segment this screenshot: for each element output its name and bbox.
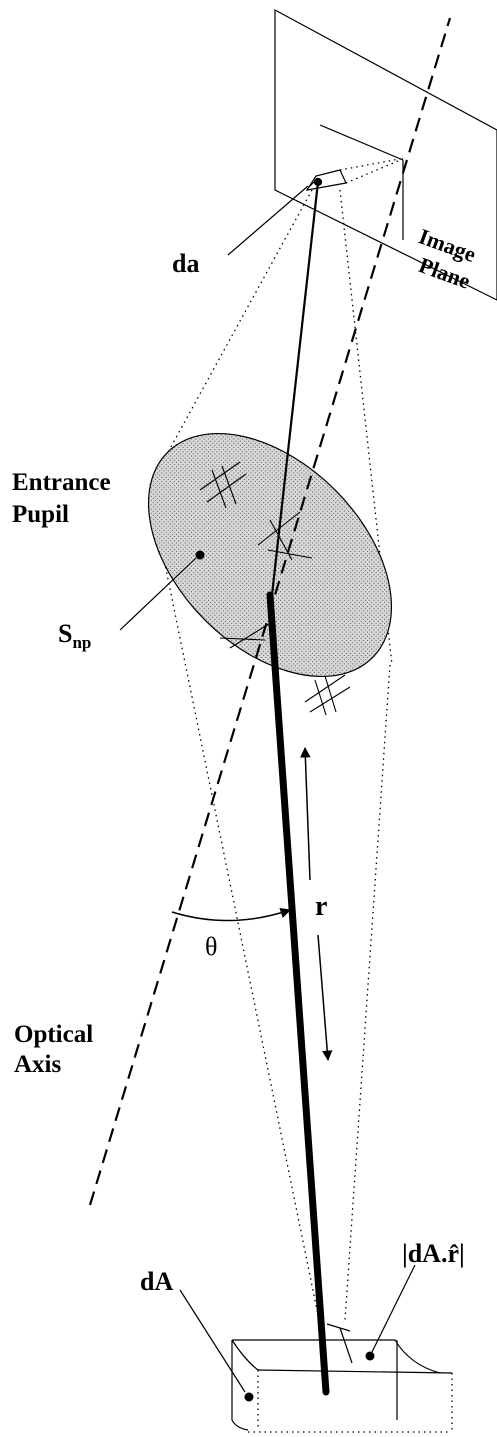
label-image-plane: Image Plane	[416, 223, 480, 293]
dA-leader	[179, 1289, 246, 1393]
label-snp: Snp	[58, 619, 91, 652]
snp-dot	[195, 550, 205, 560]
label-da: da	[172, 249, 199, 278]
label-r: r	[315, 891, 327, 922]
upper-cone-rays	[149, 189, 393, 666]
label-entrance-pupil-2: Pupil	[12, 501, 69, 528]
theta-arc	[171, 908, 291, 922]
image-plane	[274, 8, 497, 301]
dA-surface	[231, 1323, 453, 1431]
image-cone-rays	[339, 157, 406, 184]
label-dA: dA	[140, 1267, 173, 1296]
ray-pupil-to-dA	[266, 591, 330, 1396]
label-entrance-pupil-1: Entrance	[12, 469, 111, 496]
label-dot-product: |dA.r̂|	[402, 1239, 465, 1268]
dA-dot	[244, 1392, 254, 1402]
label-theta: θ	[205, 932, 217, 961]
dA-dotted-edges	[248, 1370, 453, 1433]
entrance-pupil	[147, 432, 393, 678]
ray-da-to-pupil	[270, 181, 320, 596]
snp-leader	[119, 557, 197, 631]
image-plane-marker	[319, 124, 404, 240]
da-element	[305, 169, 347, 191]
label-optical-axis-1: Optical	[14, 1021, 93, 1048]
dot-product-leader	[371, 1264, 416, 1353]
r-arrow-up	[300, 746, 311, 881]
projection-dot	[365, 1351, 375, 1361]
r-arrow-down	[317, 934, 333, 1062]
label-optical-axis-2: Axis	[14, 1051, 62, 1078]
da-leader	[227, 185, 309, 256]
